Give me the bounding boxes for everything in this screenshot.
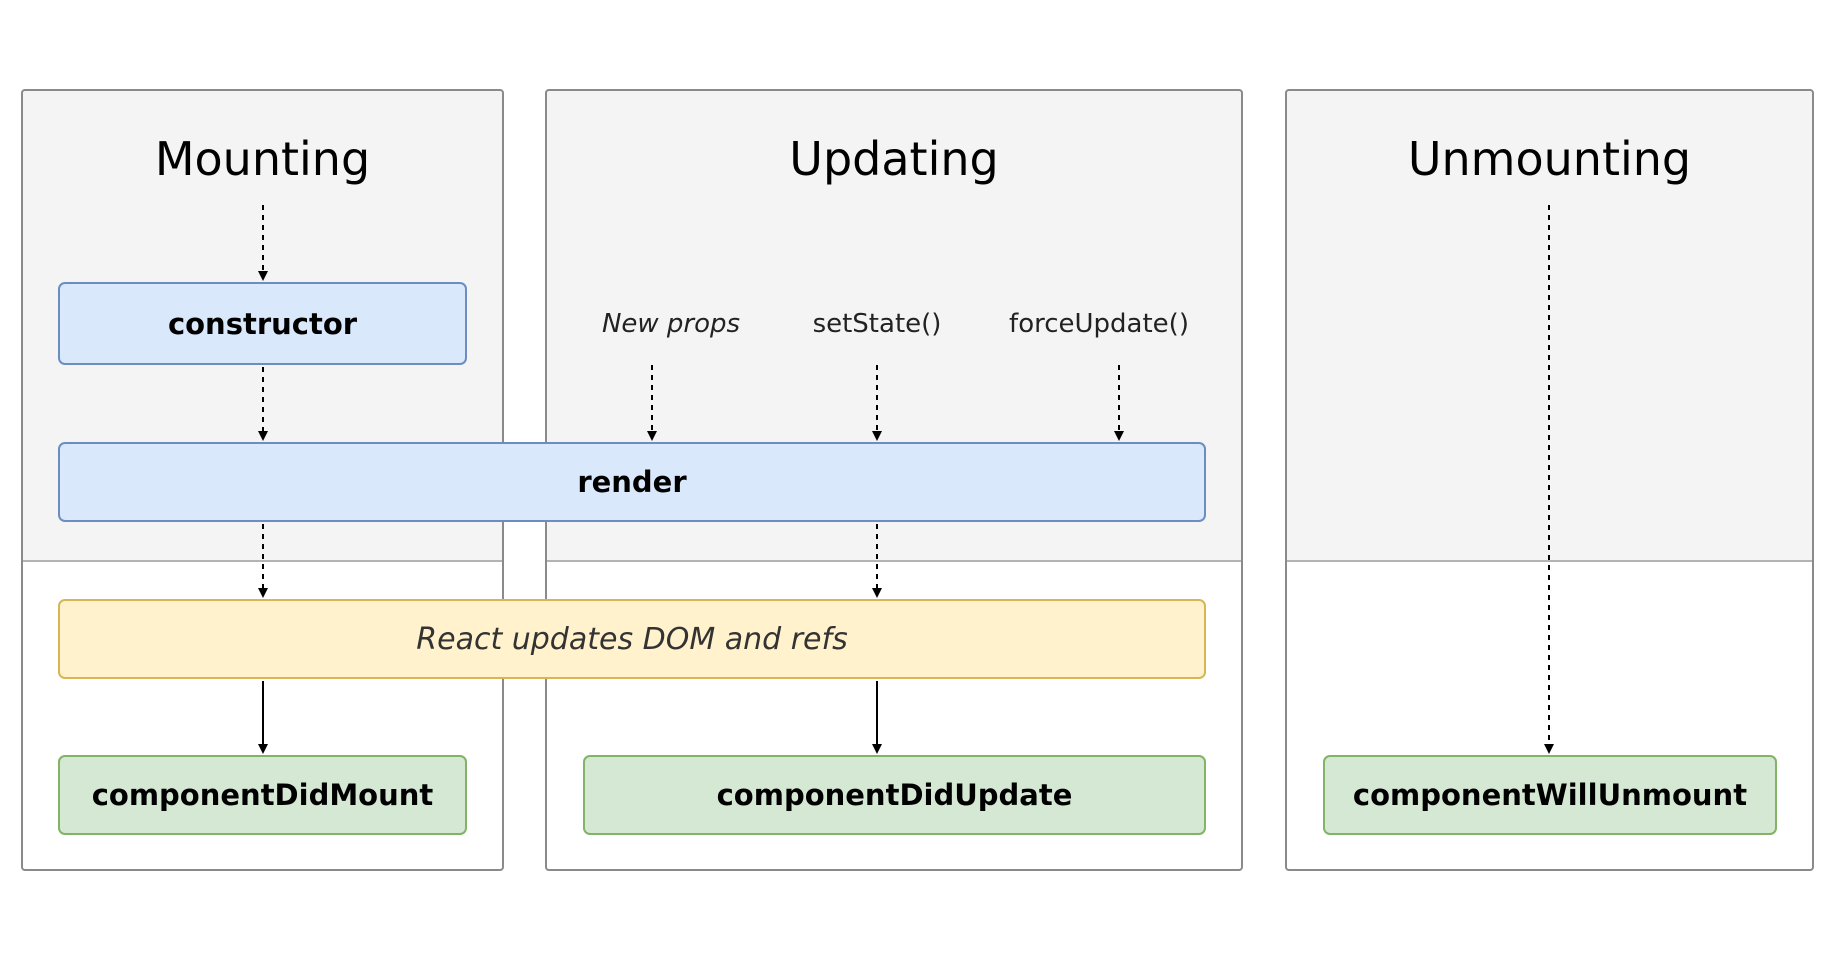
dom-update-box: React updates DOM and refs: [58, 599, 1206, 679]
unmounting-title: Unmounting: [1407, 132, 1692, 186]
updating-title: Updating: [789, 132, 999, 186]
component-did-update-box: componentDidUpdate: [583, 755, 1206, 835]
unmounting-panel: Unmounting: [1285, 89, 1814, 871]
set-state-label: setState(): [812, 309, 942, 339]
phase-divider: [1287, 560, 1812, 562]
component-did-mount-box: componentDidMount: [58, 755, 467, 835]
constructor-box: constructor: [58, 282, 467, 365]
phase-divider: [23, 560, 502, 562]
component-will-unmount-box: componentWillUnmount: [1323, 755, 1777, 835]
render-box: render: [58, 442, 1206, 522]
phase-divider: [547, 560, 1241, 562]
new-props-label: New props: [601, 309, 741, 339]
mounting-title: Mounting: [154, 132, 371, 186]
force-update-label: forceUpdate(): [1009, 309, 1189, 339]
